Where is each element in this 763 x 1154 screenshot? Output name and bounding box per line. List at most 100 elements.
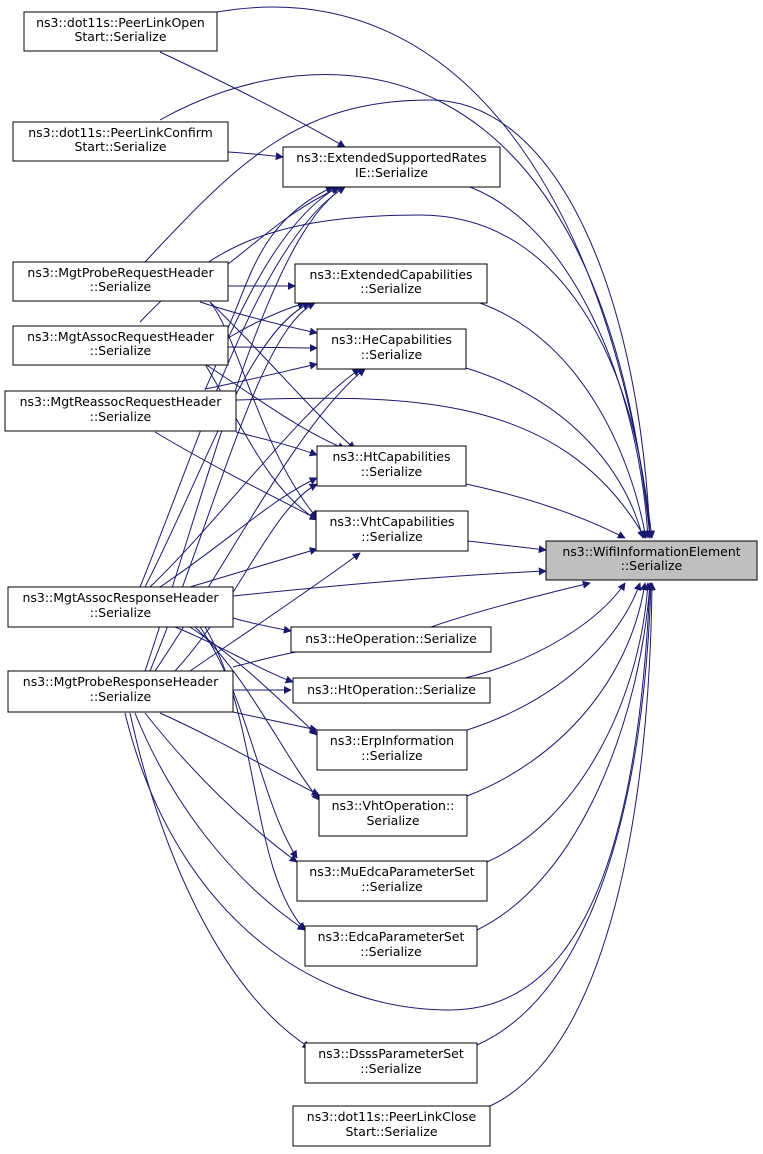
node-extcap[interactable]: ns3::ExtendedCapabilities ::Serialize bbox=[294, 263, 488, 304]
edge-proberesp-to-dsss bbox=[129, 712, 311, 1049]
node-dsss[interactable]: ns3::DsssParameterSet ::Serialize bbox=[304, 1042, 478, 1084]
edges bbox=[124, 6, 656, 1107]
edge-hecap-to-wifiie bbox=[465, 367, 646, 539]
edge-muedca-to-wifiie bbox=[486, 582, 652, 863]
node-htcap-label-1: ns3::HtCapabilities bbox=[332, 449, 450, 464]
node-erp-label-2: ::Serialize bbox=[361, 748, 423, 763]
node-extsupprates[interactable]: ns3::ExtendedSupportedRates IE::Serializ… bbox=[282, 146, 501, 188]
node-edca-label-2: ::Serialize bbox=[360, 944, 422, 959]
edge-reassocreq-to-htcap bbox=[235, 431, 318, 457]
edge-vhtcap-to-wifiie bbox=[467, 540, 547, 554]
node-assocreq-label-1: ns3::MgtAssocRequestHeader bbox=[27, 329, 215, 344]
edge-assocresp-to-htop bbox=[174, 626, 294, 684]
node-htcap-label-2: ::Serialize bbox=[361, 464, 423, 479]
edge-proberesp-to-vhtcap bbox=[189, 552, 361, 672]
node-assocreq[interactable]: ns3::MgtAssocRequestHeader ::Serialize bbox=[12, 325, 229, 366]
edge-assocresp-to-vhtcap bbox=[189, 547, 318, 588]
node-erp[interactable]: ns3::ErpInformation ::Serialize bbox=[316, 729, 468, 771]
node-proberesp[interactable]: ns3::MgtProbeResponseHeader ::Serialize bbox=[7, 670, 234, 713]
edge-assocresp-to-vhtop bbox=[194, 626, 320, 801]
edge-reassocreq-to-hecap bbox=[204, 361, 318, 390]
edge-reassocreq-to-vhtcap bbox=[154, 431, 318, 520]
node-muedca[interactable]: ns3::MuEdcaParameterSet ::Serialize bbox=[296, 860, 488, 902]
node-heop[interactable]: ns3::HeOperation::Serialize bbox=[290, 626, 492, 653]
edge-dsss-to-wifiie bbox=[476, 582, 655, 1046]
edge-proberesp-to-wifiie bbox=[124, 582, 654, 1011]
node-peerlinkopen-label-2: Start::Serialize bbox=[74, 29, 166, 44]
edge-probereq-to-htcap bbox=[209, 301, 356, 450]
edge-assocresp-to-hecap bbox=[149, 368, 361, 588]
node-proberesp-label-2: ::Serialize bbox=[90, 689, 152, 704]
edge-extsupprates-to-wifiie bbox=[469, 186, 652, 539]
node-hecap[interactable]: ns3::HeCapabilities ::Serialize bbox=[316, 328, 467, 370]
edge-proberesp-to-edca bbox=[134, 712, 306, 931]
edge-extcap-to-wifiie bbox=[479, 302, 649, 539]
node-peerlinkclose-label-2: Start::Serialize bbox=[345, 1124, 437, 1139]
edge-assocreq-to-extsupprates bbox=[227, 186, 334, 329]
node-extsupprates-label-1: ns3::ExtendedSupportedRates bbox=[296, 150, 486, 165]
edge-proberesp-to-htcap bbox=[174, 483, 318, 672]
node-htop[interactable]: ns3::HtOperation::Serialize bbox=[292, 677, 491, 704]
node-vhtop[interactable]: ns3::VhtOperation:: Serialize bbox=[318, 794, 468, 837]
node-probereq[interactable]: ns3::MgtProbeRequestHeader ::Serialize bbox=[12, 261, 229, 302]
node-dsss-label-2: ::Serialize bbox=[360, 1061, 422, 1076]
edge-assocresp-to-wifiie bbox=[232, 567, 547, 597]
node-hecap-label-2: ::Serialize bbox=[361, 347, 423, 362]
node-peerlinkopen-label-1: ns3::dot11s::PeerLinkOpen bbox=[36, 15, 205, 30]
edge-assocresp-to-edca bbox=[204, 626, 306, 931]
node-vhtcap-label-2: ::Serialize bbox=[361, 529, 423, 544]
edge-assocresp-to-extsupprates bbox=[139, 186, 346, 588]
node-probereq-label-2: ::Serialize bbox=[90, 279, 152, 294]
node-edca-label-1: ns3::EdcaParameterSet bbox=[318, 929, 465, 944]
node-assocresp-label-1: ns3::MgtAssocResponseHeader bbox=[22, 590, 219, 605]
node-reassocreq-label-2: ::Serialize bbox=[90, 409, 152, 424]
node-peerlinkopen[interactable]: ns3::dot11s::PeerLinkOpen Start::Seriali… bbox=[23, 11, 218, 52]
node-peerlinkconfirm[interactable]: ns3::dot11s::PeerLinkConfirm Start::Seri… bbox=[12, 121, 229, 162]
edge-proberesp-to-muedca bbox=[144, 712, 298, 863]
edge-assocresp-to-heop bbox=[232, 617, 292, 634]
edge-peerlinkclose-to-wifiie bbox=[489, 582, 656, 1107]
edge-peerlinkconfirm-to-wifiie bbox=[159, 74, 654, 539]
node-hecap-label-1: ns3::HeCapabilities bbox=[331, 332, 452, 347]
edge-assocresp-to-muedca bbox=[199, 626, 298, 859]
edge-htop-to-wifiie bbox=[464, 582, 626, 679]
edge-erp-to-wifiie bbox=[466, 582, 642, 731]
node-dsss-label-1: ns3::DsssParameterSet bbox=[318, 1046, 464, 1061]
node-proberesp-label-1: ns3::MgtProbeResponseHeader bbox=[23, 674, 219, 689]
node-peerlinkclose[interactable]: ns3::dot11s::PeerLinkClose Start::Serial… bbox=[292, 1105, 491, 1147]
node-peerlinkconfirm-label-1: ns3::dot11s::PeerLinkConfirm bbox=[28, 125, 213, 140]
edge-heop-to-wifiie bbox=[430, 580, 591, 628]
edge-vhtop-to-wifiie bbox=[466, 582, 648, 797]
node-peerlinkclose-label-1: ns3::dot11s::PeerLinkClose bbox=[307, 1109, 477, 1124]
node-assocresp-label-2: ::Serialize bbox=[90, 605, 152, 620]
node-peerlinkconfirm-label-2: Start::Serialize bbox=[74, 139, 166, 154]
edge-peerlinkconfirm-to-extsupprates bbox=[227, 151, 284, 161]
node-htop-label-1: ns3::HtOperation::Serialize bbox=[307, 682, 476, 697]
node-htcap[interactable]: ns3::HtCapabilities ::Serialize bbox=[316, 445, 467, 487]
node-extsupprates-label-2: IE::Serialize bbox=[355, 165, 428, 180]
node-reassocreq-label-1: ns3::MgtReassocRequestHeader bbox=[20, 394, 223, 409]
node-erp-label-1: ns3::ErpInformation bbox=[330, 733, 454, 748]
edge-probereq-to-vhtcap bbox=[209, 301, 318, 519]
node-wifiie-label-1: ns3::WifiInformationElement bbox=[562, 544, 740, 559]
edge-assocreq-to-hecap bbox=[227, 343, 318, 352]
node-vhtcap[interactable]: ns3::VhtCapabilities ::Serialize bbox=[315, 510, 469, 552]
node-assocresp[interactable]: ns3::MgtAssocResponseHeader ::Serialize bbox=[7, 586, 234, 628]
edge-probereq-to-extsupprates bbox=[227, 186, 341, 265]
node-reassocreq[interactable]: ns3::MgtReassocRequestHeader ::Serialize bbox=[4, 390, 237, 432]
edge-proberesp-to-vhtop bbox=[159, 712, 320, 796]
node-wifiie[interactable]: ns3::WifiInformationElement ::Serialize bbox=[545, 540, 758, 581]
node-muedca-label-2: ::Serialize bbox=[361, 879, 423, 894]
node-vhtop-label-2: Serialize bbox=[366, 813, 419, 828]
node-extcap-label-2: ::Serialize bbox=[360, 281, 422, 296]
node-edca[interactable]: ns3::EdcaParameterSet ::Serialize bbox=[304, 925, 478, 967]
node-vhtcap-label-1: ns3::VhtCapabilities bbox=[329, 514, 454, 529]
node-muedca-label-1: ns3::MuEdcaParameterSet bbox=[309, 864, 475, 879]
node-wifiie-label-2: ::Serialize bbox=[621, 558, 683, 573]
node-vhtop-label-1: ns3::VhtOperation:: bbox=[332, 798, 455, 813]
node-assocreq-label-2: ::Serialize bbox=[90, 343, 152, 358]
edge-assocresp-to-htcap bbox=[159, 477, 318, 588]
edge-probereq-to-wifiie bbox=[144, 99, 654, 539]
edge-proberesp-to-erp bbox=[232, 711, 318, 733]
